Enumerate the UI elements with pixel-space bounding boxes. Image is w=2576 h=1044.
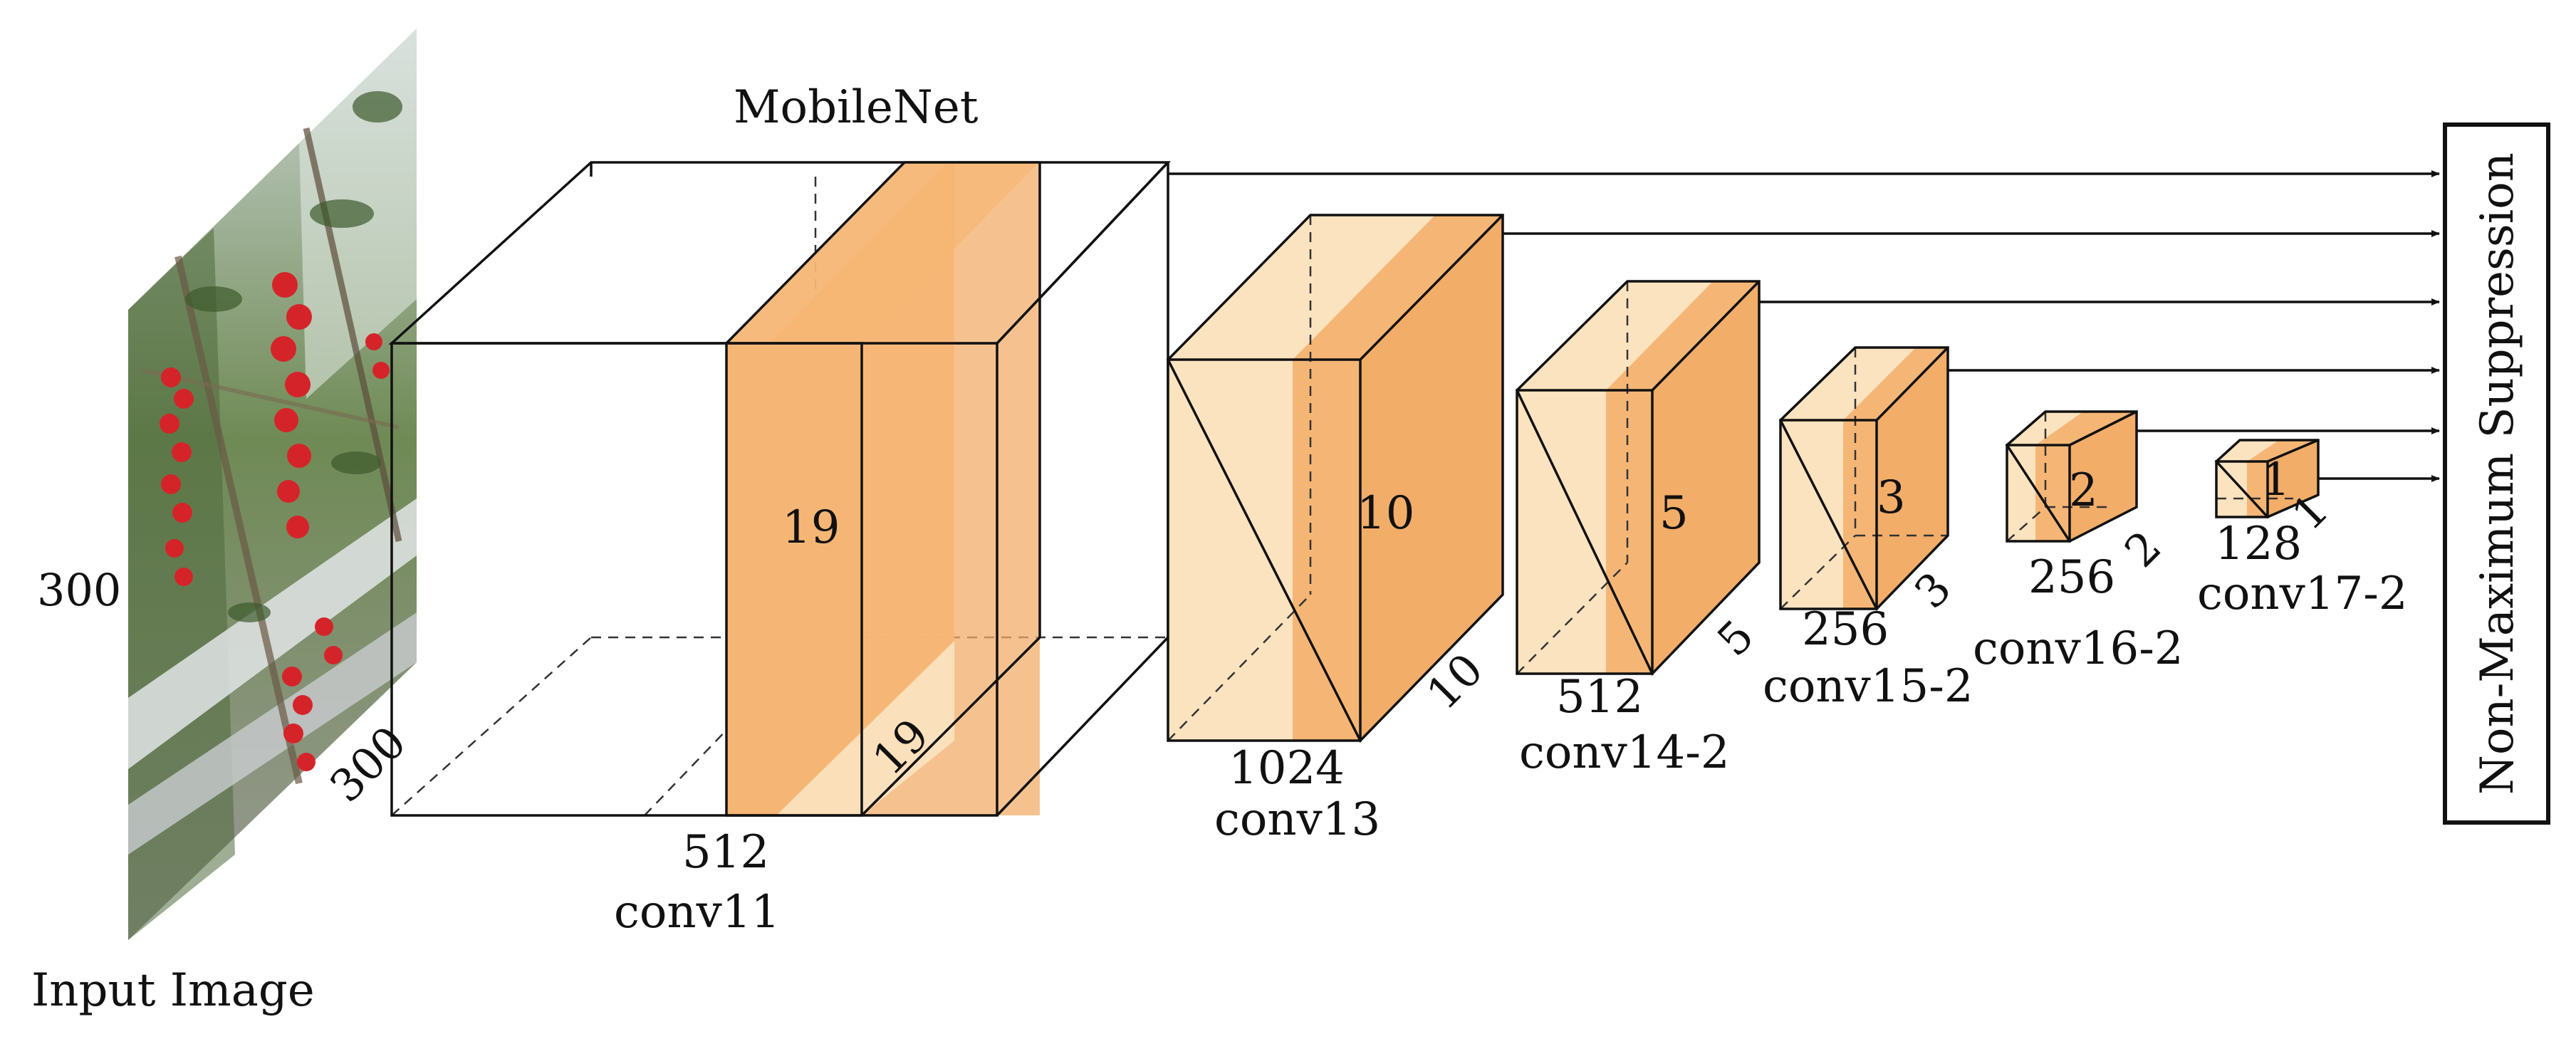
conv17-block [2214, 439, 2320, 519]
conv16-depth-label: 2 [2114, 521, 2171, 578]
conv16-name-label: conv16-2 [1973, 622, 2184, 675]
input-height-label: 300 [37, 564, 121, 616]
conv13-channels-label: 1024 [1229, 742, 1345, 795]
input-image-label: Input Image [31, 964, 315, 1017]
conv15-name-label: conv15-2 [1763, 660, 1973, 713]
mobilenet-label: MobileNet [734, 81, 979, 134]
conv17-name-label: conv17-2 [2197, 568, 2408, 620]
conv16-size-label: 2 [2069, 464, 2098, 517]
conv11-name-label: conv11 [614, 886, 780, 939]
conv15-channels-label: 256 [1802, 603, 1889, 656]
input-image [128, 28, 417, 940]
conv13-name-label: conv13 [1214, 793, 1380, 846]
conv13-block [1166, 214, 1504, 743]
conv11-channels-label: 512 [682, 826, 769, 879]
conv14-name-label: conv14-2 [1519, 726, 1730, 779]
conv13-size-label: 10 [1357, 487, 1414, 540]
conv15-block [1778, 346, 1949, 611]
conv14-size-label: 5 [1659, 487, 1689, 540]
conv14-block [1515, 280, 1761, 677]
conv17-size-label: 1 [2261, 454, 2290, 506]
conv16-block [2005, 410, 2138, 543]
conv14-channels-label: 512 [1556, 671, 1643, 724]
conv11-block [725, 161, 1040, 817]
conv15-size-label: 3 [1877, 471, 1906, 524]
detection-arrows [1168, 170, 2440, 482]
conv11-size-label: 19 [782, 501, 840, 554]
nms-box [2443, 122, 2550, 825]
conv16-channels-label: 256 [2028, 551, 2115, 604]
nms-label: Non-Maximum Suppression [2471, 152, 2524, 795]
conv17-channels-label: 128 [2215, 518, 2302, 570]
conv14-depth-label: 5 [1707, 610, 1764, 667]
